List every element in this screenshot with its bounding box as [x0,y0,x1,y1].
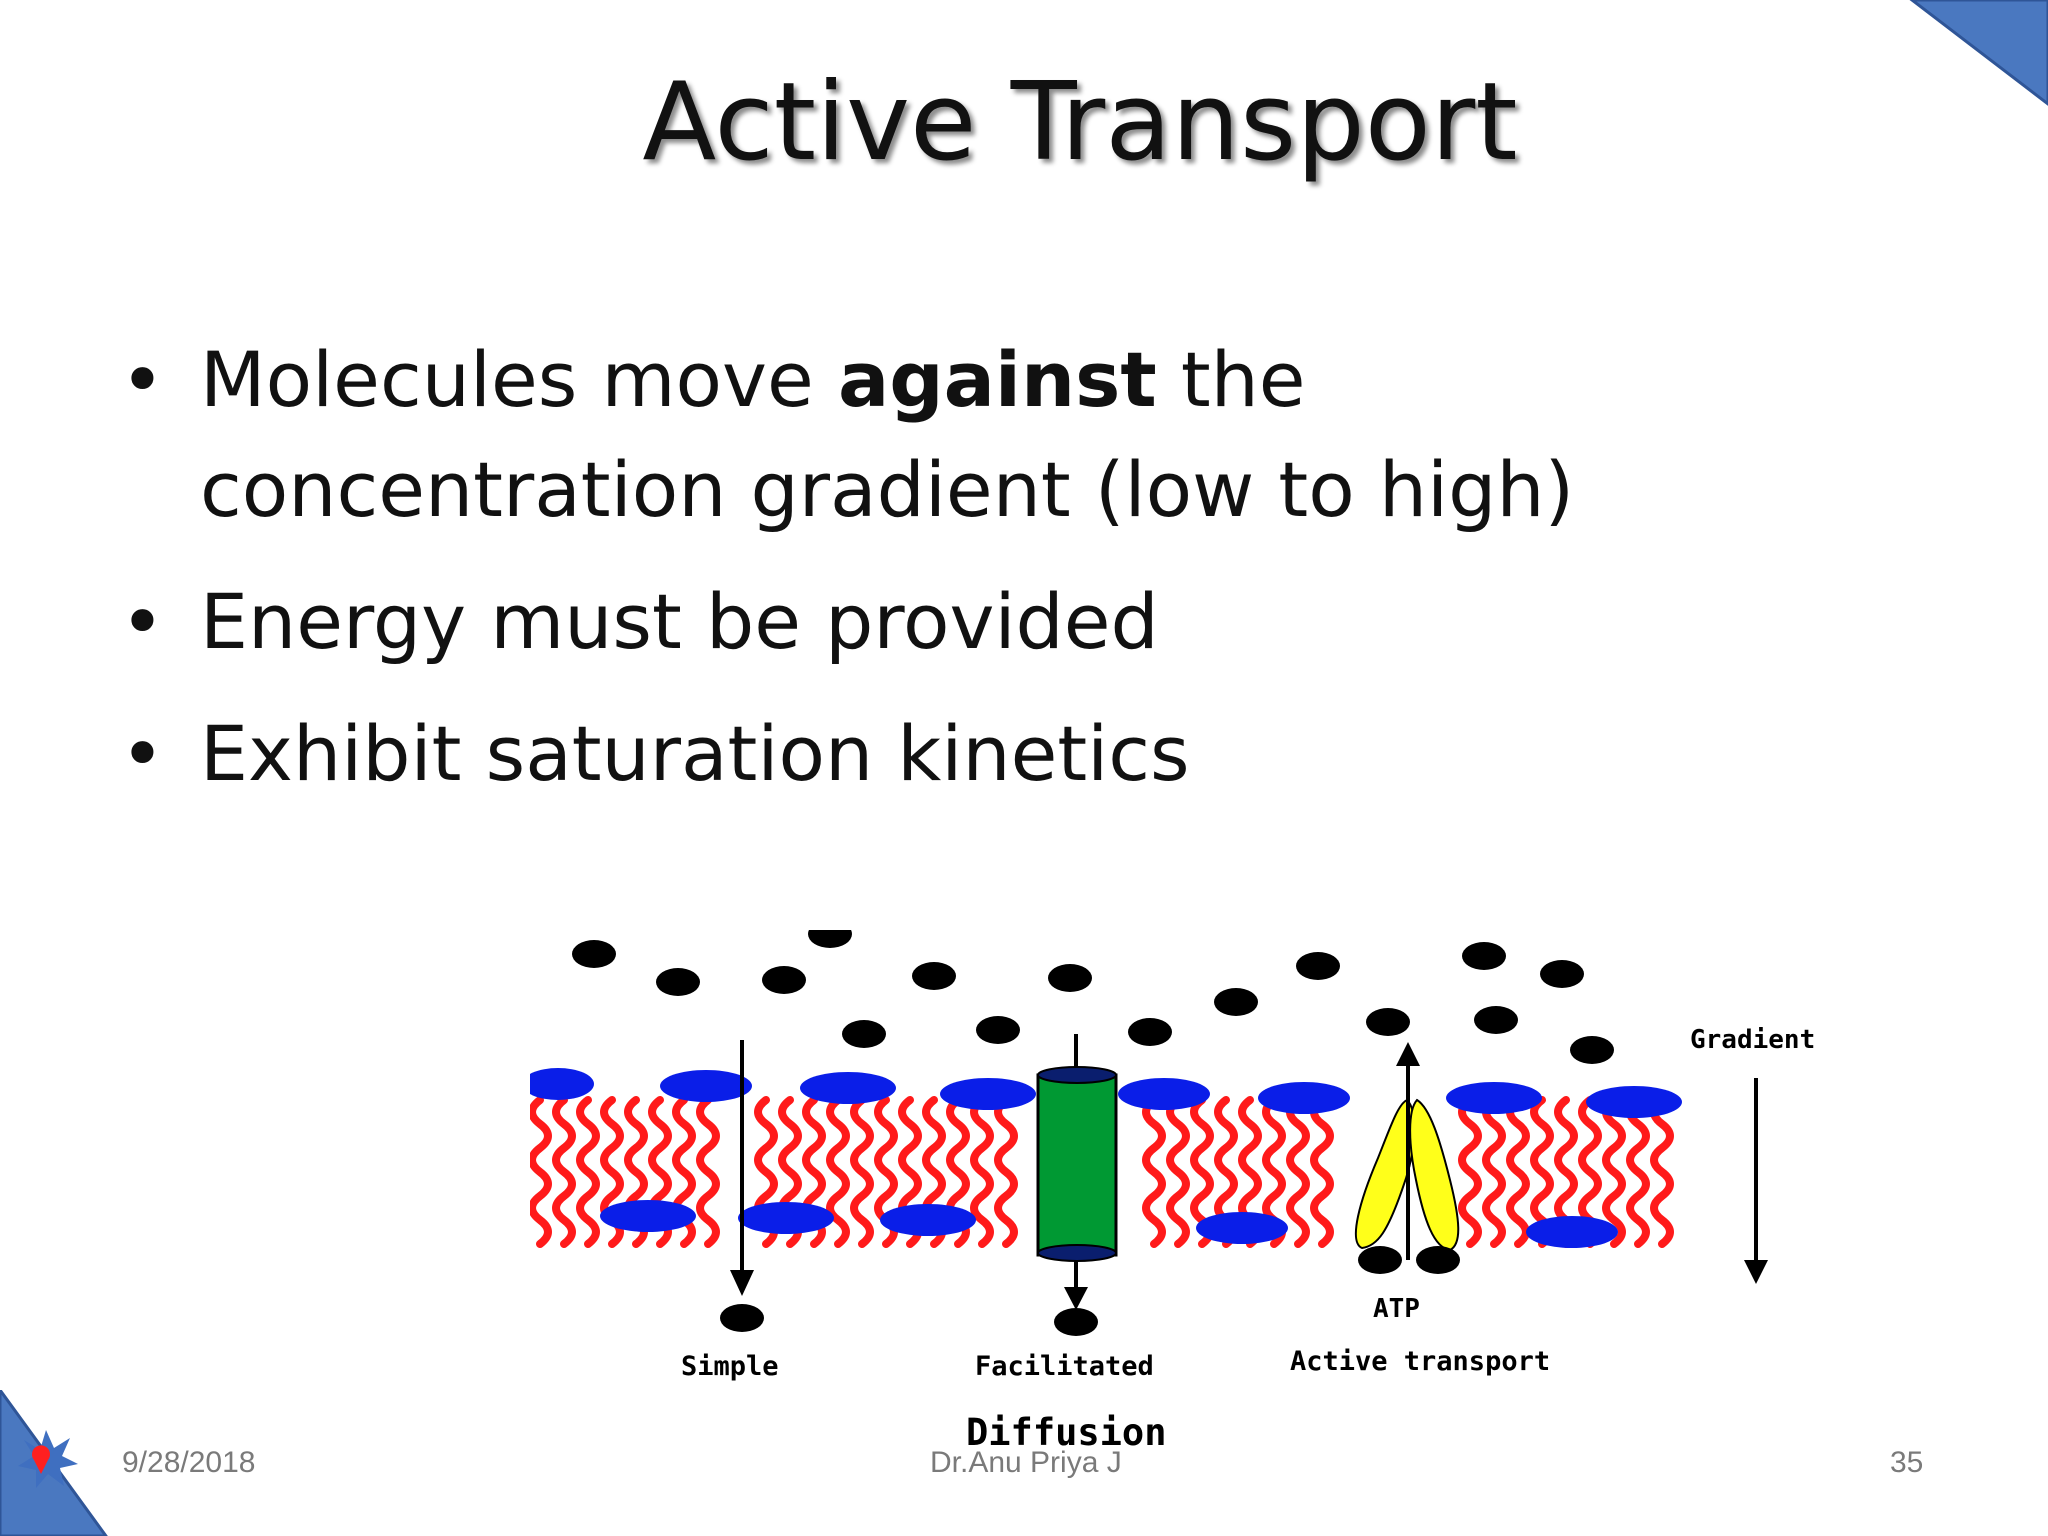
lipid-tail [1310,1096,1334,1248]
bullet-text: Energy must be provided [200,577,1159,666]
footer-author: Dr.Anu Priya J [930,1446,1122,1479]
lipid-head [660,1070,752,1102]
solute-molecule [842,1020,886,1048]
bullet-text: Molecules move [200,335,838,424]
lipid-tail [576,1096,600,1248]
diffusion-label: Diffusion [966,1411,1166,1454]
solute-molecule [1570,1036,1614,1064]
bullet-icon: • [120,335,165,424]
atp-molecule [1358,1246,1402,1274]
lipid-head [600,1200,696,1232]
lipid-head [1196,1212,1288,1244]
lipid-head [1446,1082,1542,1114]
lipid-tail [1142,1096,1166,1248]
footer-page-number: 35 [1890,1446,1924,1479]
bullet-emphasis: against [837,335,1157,424]
lipid-tail [850,1096,874,1248]
diffused-molecule [720,1304,764,1332]
solute-molecule [808,930,852,948]
diffused-molecule [1054,1308,1098,1336]
solute-molecules [572,930,1614,1064]
lipid-tail [1166,1096,1190,1248]
membrane-transport-diagram: Gradient ATP Simple Facilitated Active t… [530,930,1815,1454]
bullet-text: the concentration gradient (low to high) [200,335,1575,534]
bullet-icon: • [120,709,165,798]
active-transport-label: Active transport [1290,1346,1550,1377]
lipid-bilayer [530,1068,1682,1248]
lipid-head [1526,1216,1618,1248]
solute-molecule [656,968,700,996]
lipid-tail [826,1096,850,1248]
lipid-head [738,1202,834,1234]
simple-label: Simple [681,1351,779,1382]
gradient-label: Gradient [1690,1025,1815,1055]
solute-molecule [912,962,956,990]
lipid-head [880,1204,976,1236]
solute-molecule [1214,988,1258,1016]
bullet-text: Exhibit saturation kinetics [200,709,1190,798]
lipid-head [1586,1086,1682,1118]
lipid-tail [1626,1096,1650,1248]
lipid-tail [970,1096,994,1248]
solute-molecule [1296,952,1340,980]
bullet-icon: • [120,577,165,666]
lipid-head [1118,1078,1210,1110]
solute-molecule [1048,964,1092,992]
lipid-head [530,1068,594,1100]
footer-date: 9/28/2018 [122,1446,256,1479]
slide-title: Active Transport [642,60,1518,185]
lipid-tail [1602,1096,1626,1248]
lipid-tail [1190,1096,1214,1248]
lipid-head [1258,1082,1350,1114]
solute-molecule [762,966,806,994]
simple-diffusion-arrow [720,1040,764,1332]
lipid-tail [994,1096,1018,1248]
lipid-tail [530,1096,552,1248]
facilitated-label: Facilitated [975,1351,1154,1382]
lipid-head [940,1078,1036,1110]
lipid-tail [1482,1096,1506,1248]
channel-protein [1036,1034,1118,1336]
bullet-item: • Energy must be provided [120,567,1820,677]
solute-molecule [1474,1006,1518,1034]
solute-molecule [1462,942,1506,970]
lipid-tail [552,1096,576,1248]
solute-molecule [572,940,616,968]
solute-molecule [1540,960,1584,988]
gradient-arrow [1744,1078,1768,1284]
lipid-tail [1506,1096,1530,1248]
solute-molecule [1128,1018,1172,1046]
lipid-tail [696,1096,720,1248]
bottom-left-corner-decoration [0,1390,108,1536]
bullet-list: • Molecules move against the concentrati… [120,325,1820,831]
pump-protein [1354,1042,1460,1274]
lipid-tail [1458,1096,1482,1248]
atp-molecule [1416,1246,1460,1274]
top-right-corner-decoration [1909,0,2048,106]
lipid-tail [1286,1096,1310,1248]
lipid-head [800,1072,896,1104]
pin-icon [32,1445,50,1474]
atp-label: ATP [1373,1294,1420,1324]
bullet-item: • Molecules move against the concentrati… [120,325,1820,545]
solute-molecule [1366,1008,1410,1036]
lipid-tail [1650,1096,1674,1248]
bullet-item: • Exhibit saturation kinetics [120,699,1820,809]
solute-molecule [976,1016,1020,1044]
